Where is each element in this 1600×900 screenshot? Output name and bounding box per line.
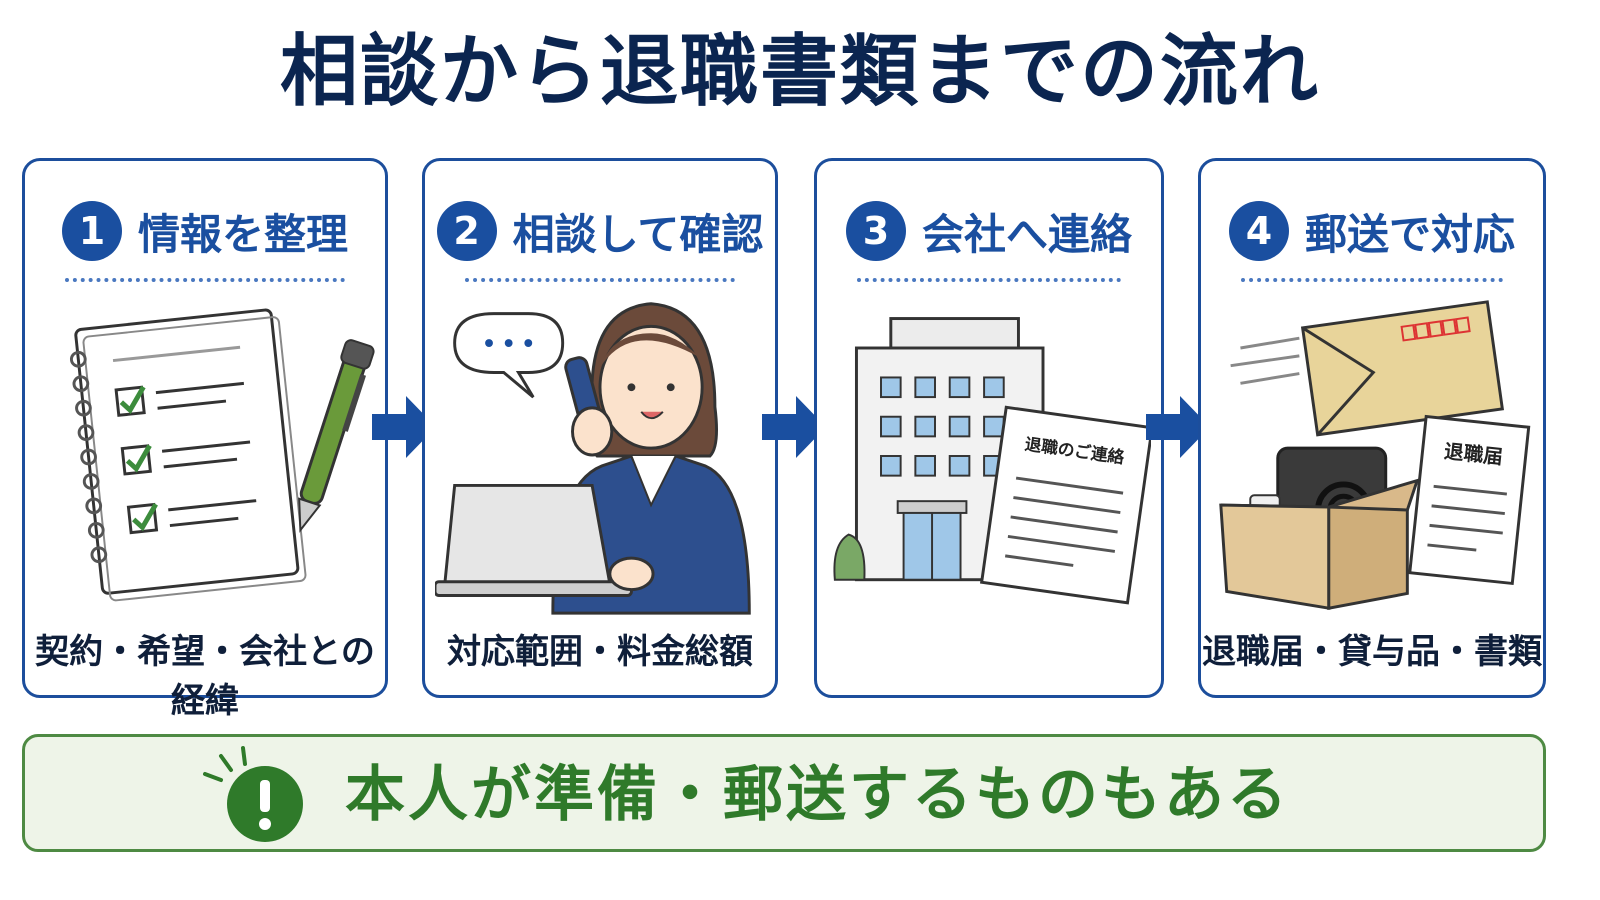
step-card-4: 4 郵送で対応: [1198, 158, 1546, 698]
step-card-2: 2 相談して確認 対応範囲・料金総額: [422, 158, 778, 698]
step-header-4: 4 郵送で対応: [1201, 199, 1543, 263]
dotted-divider: [465, 278, 735, 282]
page-title: 相談から退職書類までの流れ: [279, 27, 1320, 117]
mail-package-icon: 退職届: [1211, 296, 1533, 616]
step-title-2: 相談して確認: [512, 209, 764, 259]
notice-banner: 本人が準備・郵送するものもある: [22, 734, 1546, 852]
step-header-3: 3 会社へ連絡: [817, 199, 1161, 263]
step-caption-4: 退職届・貸与品・書類: [1202, 632, 1542, 672]
arrow-right-icon: [372, 396, 436, 458]
checklist-notebook-icon: [35, 296, 375, 616]
arrow-right-icon: [1146, 396, 1210, 458]
step-header-1: 1 情報を整理: [25, 199, 385, 263]
notice-text: 本人が準備・郵送するものもある: [345, 760, 1290, 830]
step-caption-2: 対応範囲・料金総額: [447, 632, 753, 672]
step-caption-1: 契約・希望・会社との経緯: [35, 632, 375, 721]
step-title-3: 会社へ連絡: [921, 209, 1132, 259]
office-building-icon: 退職のご連絡: [827, 296, 1154, 616]
step-title-1: 情報を整理: [137, 209, 348, 259]
step-number-2: 2: [436, 201, 497, 261]
dotted-divider: [65, 278, 345, 282]
step-card-3: 3 会社へ連絡 退職のご連絡: [814, 158, 1164, 698]
exclamation-icon: [203, 746, 303, 842]
arrow-right-icon: [762, 396, 826, 458]
step-number-1: 1: [61, 201, 122, 261]
step-header-2: 2 相談して確認: [425, 199, 775, 263]
step-number-3: 3: [845, 201, 906, 261]
consultant-phone-icon: [433, 296, 765, 616]
step-number-4: 4: [1228, 201, 1289, 261]
step-title-4: 郵送で対応: [1304, 209, 1515, 259]
step-card-1: 1 情報を整理: [22, 158, 388, 721]
dotted-divider: [1241, 278, 1503, 282]
dotted-divider: [857, 278, 1121, 282]
